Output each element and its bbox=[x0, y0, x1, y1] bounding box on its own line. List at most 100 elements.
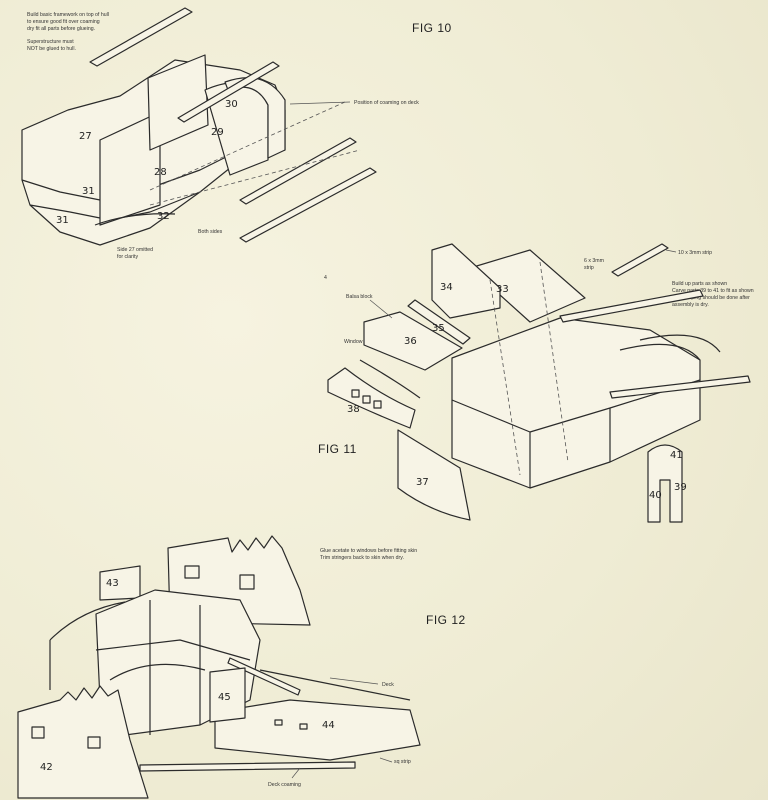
fig12-glue-note: Glue acetate to windows before fitting s… bbox=[320, 548, 419, 561]
fig12-deck-label: Deck bbox=[382, 682, 394, 688]
fig10-note-line: to ensure good fit over coaming bbox=[27, 19, 100, 25]
fig10-top-strip bbox=[89, 7, 193, 67]
fig10-part-27 bbox=[147, 54, 209, 151]
fig12-title: FIG 12 bbox=[426, 613, 466, 627]
fig12-leader bbox=[291, 767, 301, 779]
part-number: 30 bbox=[225, 99, 238, 110]
fig11-leader bbox=[369, 299, 393, 319]
part-number: 45 bbox=[218, 692, 231, 703]
fig10-strip bbox=[177, 61, 280, 123]
fig12-leader bbox=[329, 677, 379, 685]
fig12-part-44 bbox=[214, 699, 421, 761]
fig12-window bbox=[239, 574, 255, 590]
fig12-deck-coaming-label: Deck coaming bbox=[268, 782, 301, 788]
fig10-title: FIG 10 bbox=[412, 21, 452, 35]
fig10-note: Build basic framework on top of hull to … bbox=[27, 12, 110, 32]
fig10-both-sides: Both sides bbox=[198, 229, 223, 235]
fig10-coaming-dash bbox=[149, 149, 361, 206]
fig11-window-pane bbox=[362, 395, 371, 404]
fig11-build-line: Build up parts as shown bbox=[672, 281, 727, 287]
fig12-frame-line bbox=[95, 639, 251, 661]
fig11-guide-dash bbox=[489, 279, 521, 476]
fig11-cabin-line bbox=[451, 379, 701, 433]
fig11-strip bbox=[559, 289, 704, 323]
fig10-super-line: Superstructure must bbox=[27, 39, 74, 45]
fig12-deck-coaming-strip bbox=[139, 761, 356, 772]
fig11-leader bbox=[665, 249, 677, 253]
fig11-strip-6x3-label: 6 x 3mm strip bbox=[584, 258, 605, 271]
fig10-note-line: Build basic framework on top of hull bbox=[27, 12, 109, 18]
fig11-window-pane bbox=[373, 400, 382, 409]
fig12-strip bbox=[227, 657, 301, 696]
fig11-part-38 bbox=[327, 367, 416, 429]
part-number: 27 bbox=[79, 131, 92, 142]
part-number: 29 bbox=[211, 127, 224, 138]
fig10-strip bbox=[239, 137, 357, 205]
fig10-part-32-line bbox=[94, 213, 176, 226]
fig11-build-line: assembly is dry. bbox=[672, 302, 709, 308]
fig11-marker: 4 bbox=[324, 275, 327, 281]
fig11-cabin-arch bbox=[639, 334, 721, 353]
part-number: 37 bbox=[416, 477, 429, 488]
part-number: 32 bbox=[157, 211, 170, 222]
fig11-window-strip bbox=[359, 359, 421, 399]
fig11-part-36 bbox=[363, 311, 463, 371]
fig12-deck-slot bbox=[299, 723, 308, 730]
fig11-guide-dash bbox=[539, 261, 569, 463]
fig11-strip-line: 6 x 3mm bbox=[584, 258, 604, 264]
fig11-strip bbox=[609, 375, 751, 399]
fig10-super-line: NOT be glued to hull. bbox=[27, 46, 76, 52]
fig11-part-37 bbox=[397, 429, 471, 521]
part-number: 33 bbox=[496, 284, 509, 295]
fig12-glue-line: Glue acetate to windows before fitting s… bbox=[320, 548, 417, 554]
fig11-strip-10x3 bbox=[611, 243, 669, 277]
fig10-superstructure-note: Superstructure must NOT be glued to hull… bbox=[27, 39, 76, 52]
fig12-sq-strip-label: sq strip bbox=[394, 759, 411, 765]
fig10-side-note: Side 27 omitted for clarity bbox=[117, 247, 155, 260]
part-number: 31 bbox=[82, 186, 95, 197]
fig12-deck-slot bbox=[274, 719, 283, 726]
part-number: 41 bbox=[670, 450, 683, 461]
fig11-group: FIG 11 4 10 x 3mm strip 6 x 3mm strip Bu… bbox=[318, 243, 755, 523]
fig11-part-35 bbox=[407, 299, 471, 345]
fig12-window bbox=[87, 736, 101, 749]
fig11-cabin bbox=[451, 317, 701, 489]
fig11-cabin-arch bbox=[619, 343, 701, 361]
fig12-hull-curve bbox=[49, 601, 126, 641]
part-number: 28 bbox=[154, 167, 167, 178]
part-number: 38 bbox=[347, 404, 360, 415]
part-number: 31 bbox=[56, 215, 69, 226]
fig11-title: FIG 11 bbox=[318, 442, 357, 456]
fig11-window-label: Window bbox=[344, 339, 363, 345]
fig11-build-line: final shaping should be done after bbox=[672, 295, 750, 301]
fig11-strip-line: strip bbox=[584, 265, 594, 271]
fig10-coaming-label: Position of coaming on deck bbox=[354, 100, 419, 106]
fig11-strip-10x3-label: 10 x 3mm strip bbox=[678, 250, 712, 256]
fig10-side-line: for clarity bbox=[117, 254, 138, 260]
fig12-frame-arch bbox=[109, 663, 206, 681]
fig12-part-45 bbox=[209, 667, 246, 723]
fig12-group: FIG 12 Glue acetate to windows before fi… bbox=[17, 535, 466, 799]
fig11-part-33 bbox=[469, 249, 586, 323]
fig11-build-line: Carve parts 39 to 41 to fit as shown bbox=[672, 288, 754, 294]
fig10-coaming-leader bbox=[289, 101, 351, 105]
fig12-deck-edge bbox=[259, 669, 411, 701]
fig10-strip bbox=[239, 167, 377, 243]
fig12-leader bbox=[379, 757, 393, 763]
part-number: 34 bbox=[440, 282, 453, 293]
fig12-part-42 bbox=[17, 685, 149, 799]
fig11-parts-39-41 bbox=[647, 444, 683, 523]
part-number: 35 bbox=[432, 323, 445, 334]
part-number: 40 bbox=[649, 490, 662, 501]
fig10-coaming-dash bbox=[149, 101, 346, 191]
fig11-build-note: Build up parts as shown Carve parts 39 t… bbox=[672, 281, 755, 308]
fig10-part-28 bbox=[99, 111, 161, 226]
fig10-side-line: Side 27 omitted bbox=[117, 247, 153, 253]
part-number: 36 bbox=[404, 336, 417, 347]
part-number: 42 bbox=[40, 762, 53, 773]
fig11-balsa-label: Balsa block bbox=[346, 294, 373, 300]
fig12-window bbox=[184, 565, 200, 579]
part-number: 39 bbox=[674, 482, 687, 493]
